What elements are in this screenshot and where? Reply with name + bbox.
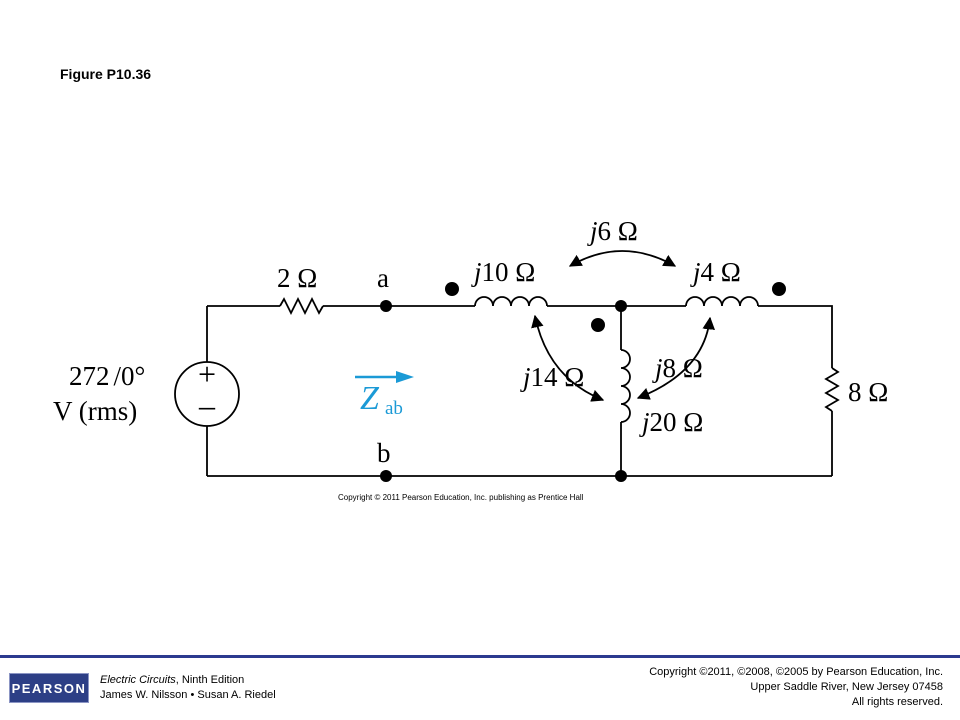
label-j20: j20 Ω: [639, 407, 703, 437]
label-j8-val: 8 Ω: [663, 353, 703, 383]
label-j4-j: j: [690, 257, 701, 287]
copyright-line-3: All rights reserved.: [851, 696, 943, 708]
source-angle: /0°: [114, 361, 146, 391]
book-info: Electric Circuits, Ninth Edition James W…: [100, 673, 276, 703]
label-j14-j: j: [520, 362, 531, 392]
label-r-load: 8 Ω: [848, 377, 888, 407]
label-j6-val: 6 Ω: [598, 216, 638, 246]
node-a-dot[interactable]: [380, 300, 392, 312]
polarity-dot-j10: [445, 282, 459, 296]
label-j10-val: 10 Ω: [482, 257, 536, 287]
arrow-mutual-j8: [636, 316, 716, 400]
legal-notice: Copyright ©2011, ©2008, ©2005 by Pearson…: [649, 665, 943, 710]
polarity-dot-j20: [591, 318, 605, 332]
pearson-logo: PEARSON: [9, 673, 89, 703]
copyright-line-2: Upper Saddle River, New Jersey 07458: [750, 681, 943, 693]
figure-title: Figure P10.36: [60, 66, 152, 82]
zab-subscript: ab: [385, 398, 403, 419]
voltage-source: [174, 361, 240, 427]
inductor-j20: [620, 349, 631, 423]
source-label: 272/0°: [69, 361, 145, 391]
book-authors: James W. Nilsson • Susan A. Riedel: [100, 689, 276, 701]
zab-arrow-head: [396, 371, 414, 383]
resistor-8ohm: [824, 367, 840, 412]
source-minus-sign: –: [198, 387, 216, 423]
arrow-mutual-j6: [568, 250, 677, 267]
label-j8: j8 Ω: [652, 353, 703, 383]
label-j20-val: 20 Ω: [650, 407, 704, 437]
book-title-line: Electric Circuits, Ninth Edition: [100, 673, 276, 688]
label-j14-val: 14 Ω: [531, 362, 585, 392]
junction-bottom: [615, 470, 627, 482]
source-units: V (rms): [53, 396, 137, 426]
label-j20-j: j: [639, 407, 650, 437]
label-j14: j14 Ω: [520, 362, 584, 392]
label-j6: j6 Ω: [587, 216, 638, 246]
node-b-dot[interactable]: [380, 470, 392, 482]
label-j8-j: j: [652, 353, 663, 383]
copyright-line-1: Copyright ©2011, ©2008, ©2005 by Pearson…: [649, 666, 943, 678]
inductor-j10: [474, 296, 548, 307]
footer-divider: [0, 655, 960, 658]
label-j6-j: j: [587, 216, 598, 246]
figure-copyright: Copyright © 2011 Pearson Education, Inc.…: [338, 493, 584, 502]
label-j10: j10 Ω: [471, 257, 535, 287]
polarity-dot-j4: [772, 282, 786, 296]
source-value: 272: [69, 361, 110, 391]
arrow-mutual-j14: [531, 314, 605, 402]
label-r-series: 2 Ω: [277, 263, 317, 293]
label-node-a: a: [377, 263, 389, 293]
label-j4: j4 Ω: [690, 257, 741, 287]
book-title: Electric Circuits: [100, 674, 176, 686]
inductor-j4: [685, 296, 759, 307]
book-edition: , Ninth Edition: [175, 674, 245, 686]
wire-top-4: [758, 305, 833, 368]
zab-indicator: Z ab: [355, 371, 414, 419]
label-j4-val: 4 Ω: [701, 257, 741, 287]
zab-label: Z: [360, 380, 380, 417]
label-node-b: b: [377, 438, 391, 468]
label-j10-j: j: [471, 257, 482, 287]
source-plus-sign: +: [198, 356, 216, 392]
junction-top: [615, 300, 627, 312]
resistor-2ohm: [279, 296, 324, 316]
